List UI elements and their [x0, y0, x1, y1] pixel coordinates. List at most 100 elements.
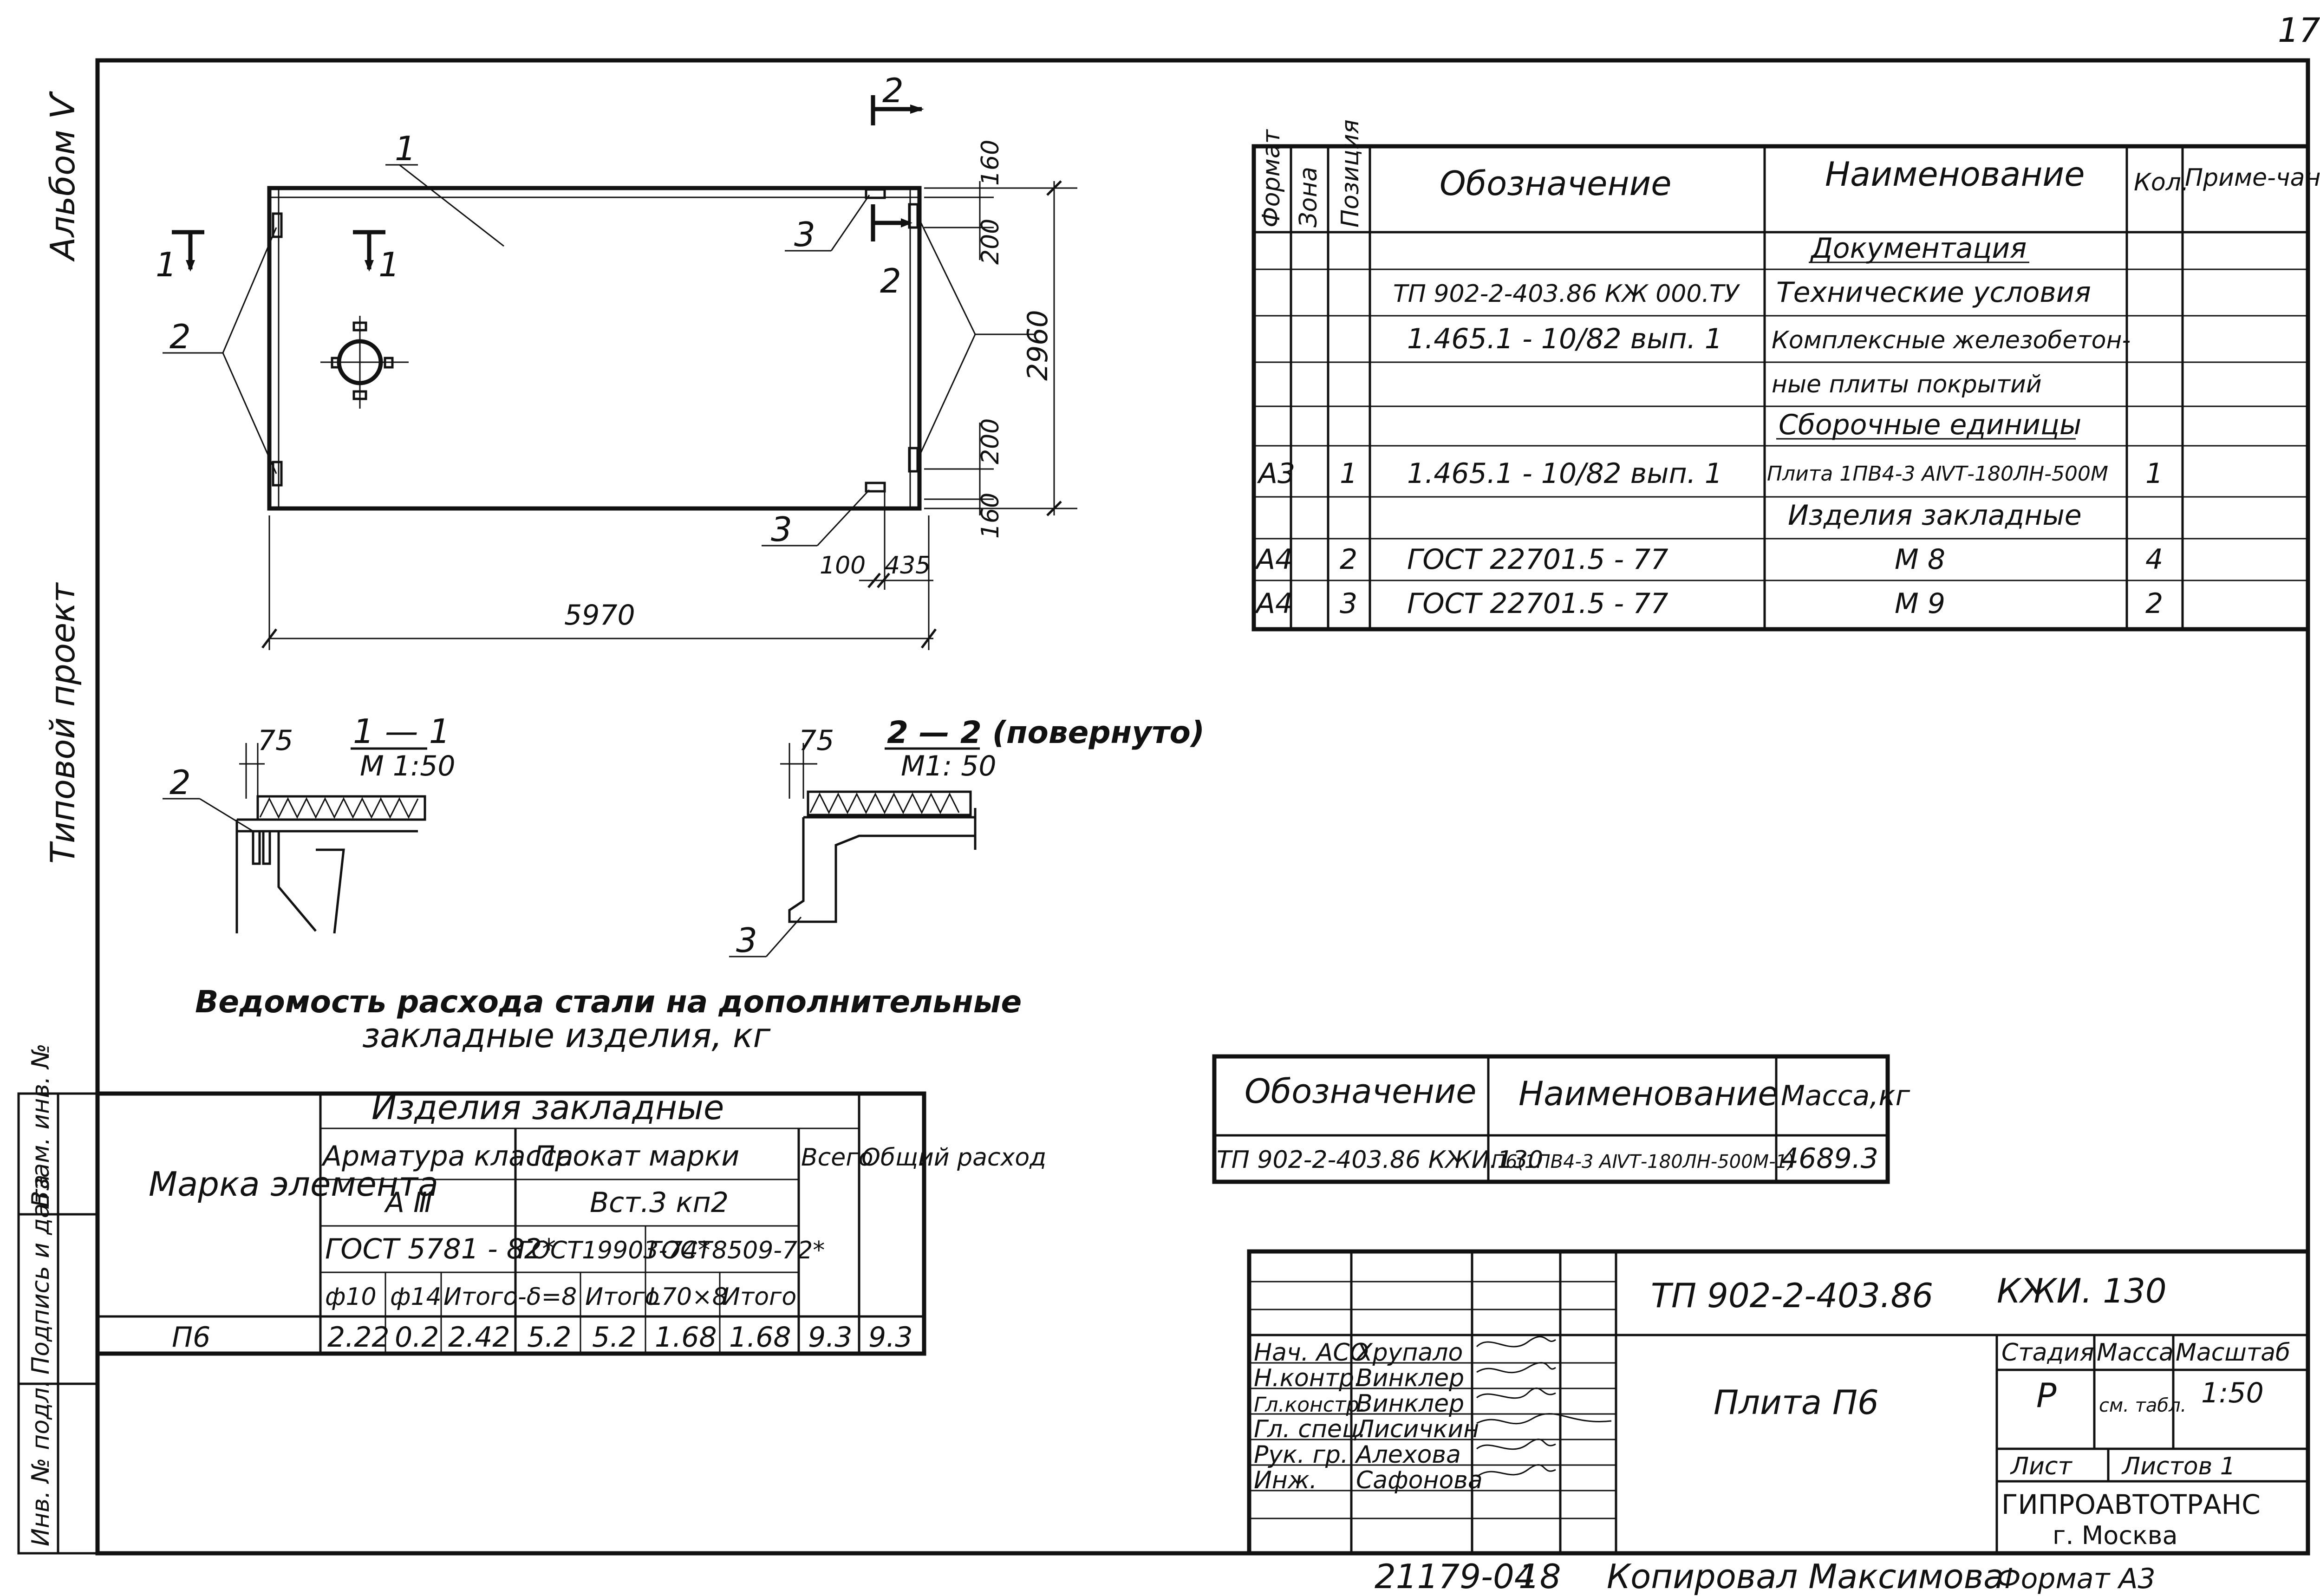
spec-row-format: А3 — [1257, 457, 1295, 490]
scale-value: 1:50 — [2201, 1377, 2264, 1409]
steel-value: 0.2 — [395, 1321, 439, 1354]
cut2-top: 2 — [882, 71, 904, 110]
title-doc: КЖИ. 130 — [1997, 1271, 2167, 1310]
spec-row-designation: 1.465.1 - 10/82 вып. 1 — [1407, 457, 1722, 490]
spec-row-name: Изделия закладные — [1788, 499, 2082, 532]
section1-label: 2 — [169, 763, 191, 802]
steel-general-header: Общий расход — [861, 1144, 1046, 1172]
label-3-bottom: 3 — [771, 510, 792, 549]
spec-header-format: Формат — [1258, 129, 1285, 228]
spec-row-qty: 4 — [2145, 543, 2163, 576]
spec-header-qty: Кол. — [2134, 169, 2189, 196]
steel-value: 1.68 — [655, 1321, 717, 1354]
dim-200-top: 200 — [977, 219, 1004, 265]
page-number: 17 — [2278, 11, 2320, 50]
steel-subhead: Итого — [722, 1283, 796, 1311]
cut2-mid: 2 — [880, 261, 901, 300]
mass-header-mass: Масса,кг — [1781, 1080, 1910, 1112]
role-label: Н.контр. — [1254, 1364, 1362, 1392]
spec-row-format: А4 — [1254, 587, 1293, 620]
spec-row-qty: 1 — [2145, 457, 2163, 490]
spec-header-name: Наименование — [1825, 155, 2085, 194]
steel-value: 5.2 — [592, 1321, 636, 1354]
mass-designation: ТП 902-2-403.86 КЖИ.130 — [1217, 1146, 1543, 1174]
roof-opening — [320, 316, 409, 409]
spec-row-name: Комплексные железобетон- — [1772, 326, 2131, 354]
spec-row-designation: ТП 902-2-403.86 КЖ 000.ТУ — [1393, 280, 1740, 308]
dim-width: 2960 — [1022, 310, 1054, 381]
role-person: Хрупало — [1355, 1339, 1463, 1367]
cut1-right: 1 — [378, 245, 400, 284]
signatures — [1476, 1336, 1612, 1478]
section2-scale: М1: 50 — [901, 750, 997, 782]
stage-value: Р — [2036, 1376, 2057, 1415]
sheet-label: Лист — [2010, 1453, 2072, 1480]
left-stamp-strip: Взам. инв. № Подпись и дата Инв. № подл. — [17, 1043, 99, 1555]
title-code: ТП 902-2-403.86 — [1651, 1276, 1933, 1315]
dim-435: 435 — [885, 552, 931, 580]
dim-100: 100 — [820, 552, 866, 580]
steel-value: 9.3 — [808, 1321, 852, 1354]
steel-table: Марка элемента Изделия закладные Арматур… — [95, 1088, 1046, 1356]
steel-subhead: ф10 — [325, 1283, 377, 1311]
spec-header-note: Приме-чание — [2185, 164, 2320, 192]
steel-armatura-gost: ГОСТ 5781 - 82* — [325, 1233, 556, 1265]
org-city: г. Москва — [2053, 1521, 2178, 1550]
section-1-1: 1 — 1 М 1:50 75 2 — [163, 712, 456, 934]
steel-prokat-grade: Вст.3 кп2 — [590, 1186, 729, 1219]
role-person: Лисичкин — [1355, 1415, 1479, 1443]
org-name: ГИПРОАВТОТРАНС — [2001, 1489, 2261, 1520]
spec-row-designation: 1.465.1 - 10/82 вып. 1 — [1407, 323, 1722, 355]
embed-plate-m9 — [865, 188, 886, 199]
footer: 21179-04 18 Копировал Максимова Формат А… — [1375, 1557, 2156, 1596]
specification-table: Формат Зона Позиция Обозначение Наименов… — [1251, 119, 2320, 632]
title-name: Плита П6 — [1714, 1383, 1879, 1422]
section1-scale: М 1:50 — [360, 750, 456, 782]
spec-header-designation: Обозначение — [1440, 164, 1672, 203]
section1-title: 1 — 1 — [353, 712, 450, 751]
scale-label: Масштаб — [2176, 1339, 2290, 1367]
spec-row-position: 2 — [1340, 543, 1357, 576]
mass-header-designation: Обозначение — [1245, 1072, 1477, 1111]
steel-value: 1.68 — [729, 1321, 791, 1354]
steel-armatura-header: Арматура класса — [321, 1140, 573, 1173]
steel-value: 9.3 — [868, 1321, 912, 1354]
dim-160-top: 160 — [977, 140, 1004, 186]
steel-prokat-gost2: ГОСТ8509-72* — [648, 1237, 825, 1264]
spec-row-position: 3 — [1340, 587, 1357, 620]
steel-prokat-gost1: ГОСТ19903-74* — [518, 1237, 710, 1264]
steel-row-mark: П6 — [172, 1321, 210, 1354]
vzam-inv-label: Взам. инв. № — [27, 1043, 55, 1207]
mass-label: Масса — [2097, 1339, 2174, 1367]
project-label: Типовой проект — [43, 582, 82, 864]
section2-title: 2 — 2 (повернуто) — [887, 715, 1205, 750]
steel-value: 2.22 — [327, 1321, 390, 1354]
role-label: Нач. АСО — [1254, 1339, 1369, 1367]
steel-subhead: Итого — [443, 1283, 518, 1311]
spec-row-name: Плита 1ПВ4-3 АⅣТ-180ЛН-500М — [1767, 462, 2108, 486]
section2-dim: 75 — [799, 724, 834, 757]
footer-format: Формат А3 — [1997, 1563, 2156, 1595]
steel-title-line2: закладные изделия, кг — [362, 1016, 771, 1055]
role-person: Алехова — [1355, 1441, 1461, 1469]
role-label: Гл.констр. — [1254, 1393, 1366, 1417]
dim-160-bot: 160 — [977, 493, 1004, 539]
sheets-label: Листов 1 — [2121, 1453, 2235, 1480]
dim-length: 5970 — [564, 599, 635, 632]
steel-group-header: Изделия закладные — [371, 1088, 724, 1127]
title-block: ТП 902-2-403.86 КЖИ. 130 Плита П6 Нач. А… — [1247, 1249, 2310, 1556]
steel-value: 5.2 — [527, 1321, 571, 1354]
label-3-top: 3 — [794, 215, 815, 254]
mass-value: см. табл. — [2099, 1395, 2186, 1416]
stage-label: Стадия — [2001, 1339, 2094, 1367]
section2-label: 3 — [736, 921, 757, 960]
spec-row-format: А4 — [1254, 543, 1293, 576]
steel-prokat-header: Прокат марки — [534, 1140, 739, 1173]
spec-row-name: ные плиты покрытий — [1772, 371, 2042, 398]
section-2-2: 2 — 2 (повернуто) М1: 50 75 3 — [729, 715, 1205, 960]
slab-outline — [267, 186, 922, 511]
spec-row-name: Технические условия — [1776, 276, 2091, 309]
spec-row-designation: ГОСТ 22701.5 - 77 — [1407, 543, 1668, 576]
footer-page: 18 — [1518, 1557, 1561, 1596]
